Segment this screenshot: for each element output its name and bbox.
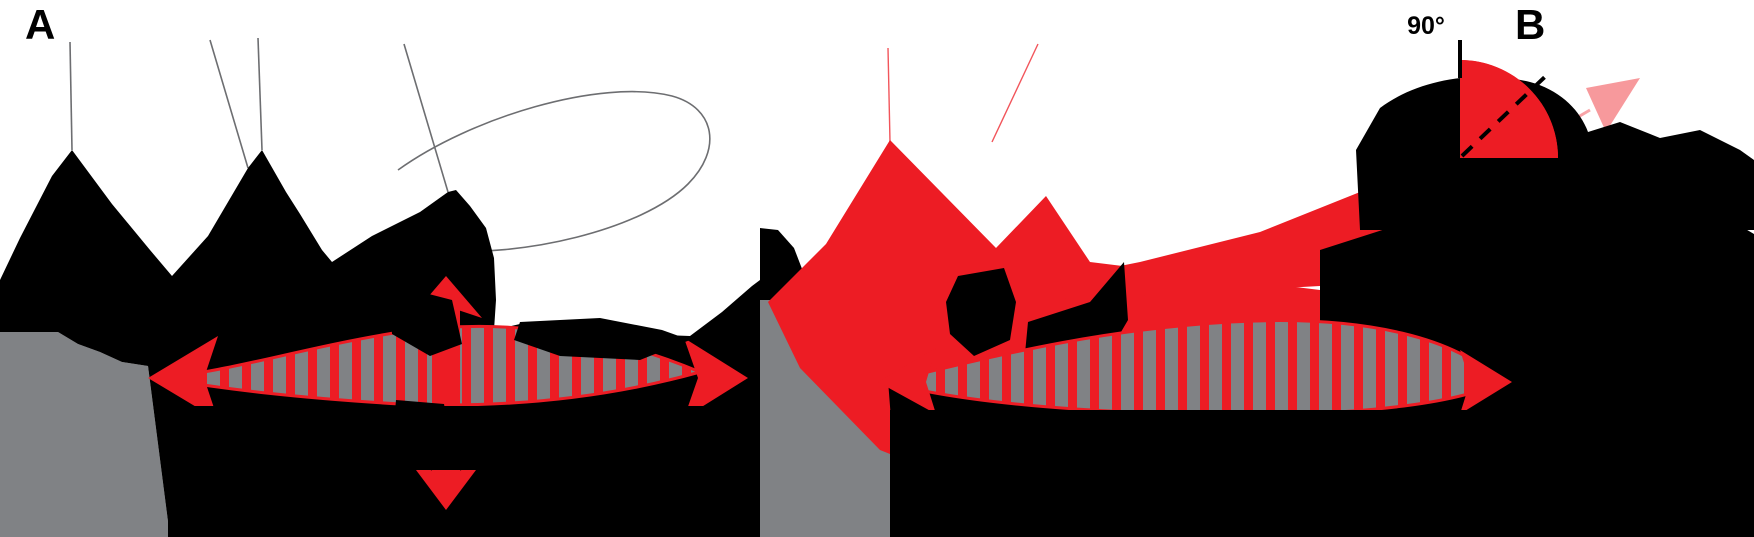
appendage-lines-b [887,43,1039,143]
base-band-b [890,410,1754,537]
wing-outline [69,37,711,253]
arrowhead-left [148,336,218,420]
arrowhead-right-b [1460,350,1512,414]
panel-a-graphic [0,37,760,537]
arrowhead-left-b [878,348,936,414]
panel-b-graphic: 90° [760,12,1754,537]
panel-b: 90° B [760,0,1754,537]
substrate-gray-left [0,332,170,537]
angle-label: 90° [1407,12,1445,40]
panel-label-b: B [1515,1,1546,48]
foreground-masses-a [390,284,690,360]
panel-a: A [0,0,760,537]
angle-indicator-90: 90° [1356,12,1754,230]
panel-label-a: A [25,1,56,48]
arrowhead-right [684,338,748,418]
base-band-a [168,406,760,537]
